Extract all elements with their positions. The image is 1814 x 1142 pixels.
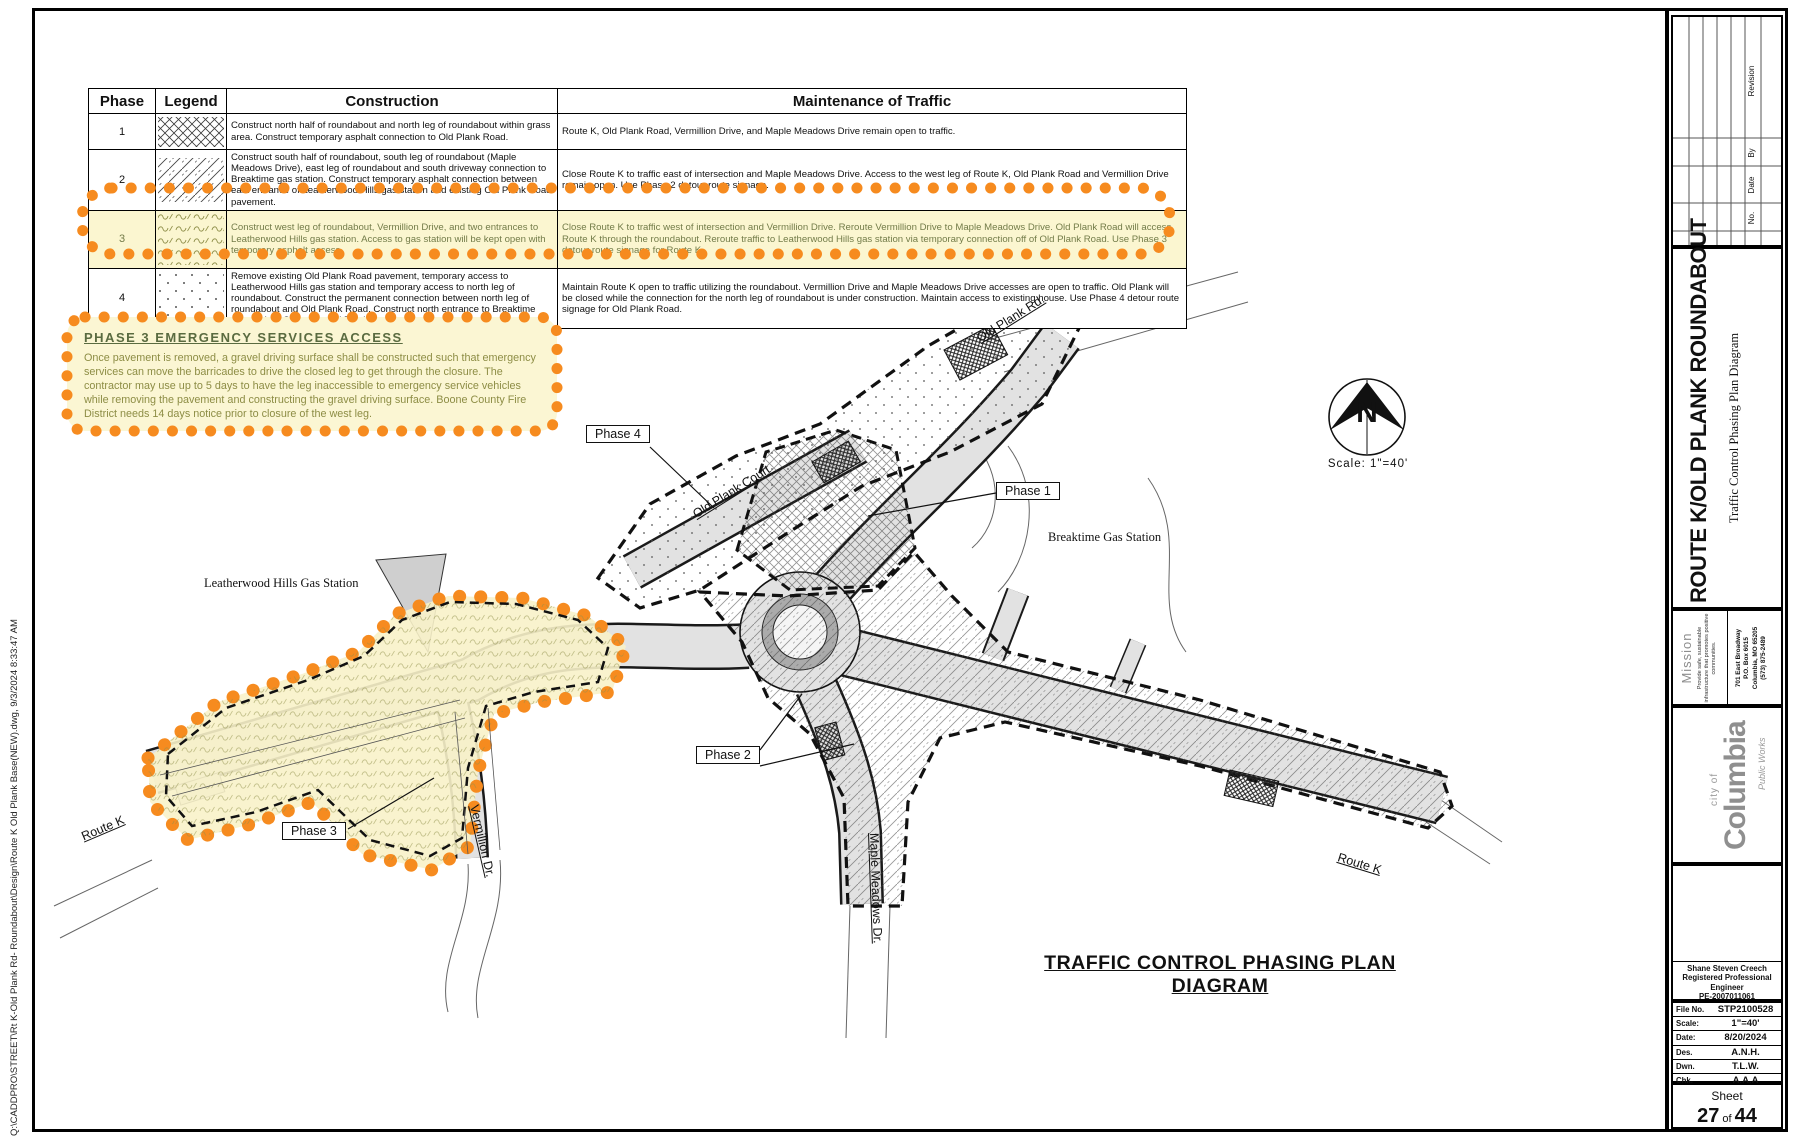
phase-table: Phase Legend Construction Maintenance of…	[88, 88, 1187, 330]
maintenance-text: Close Route K to traffic east of interse…	[557, 149, 1187, 211]
place-label-breaktime: Breaktime Gas Station	[1048, 530, 1162, 544]
project-title-section: ROUTE K/OLD PLANK ROUNDABOUT Traffic Con…	[1671, 218, 1783, 609]
sheet-total: 44	[1734, 1105, 1757, 1127]
col-header-phase: Phase	[88, 88, 156, 114]
sheet-number: 27 of 44	[1673, 1105, 1781, 1128]
north-arrow-letter: N	[1356, 396, 1378, 429]
logo-public-works: Public Works	[1757, 737, 1767, 790]
margin-file-note-text: Q:\CADDPRO\STREET\Rt K-Old Plank Rd- Rou…	[9, 619, 20, 1136]
sheet-of: of	[1722, 1113, 1732, 1125]
revision-col-by: By	[1747, 148, 1756, 158]
phase2-area	[696, 549, 1454, 908]
info-label: Dwn.	[1676, 1061, 1695, 1071]
callout-phase-2: Phase 2	[696, 746, 760, 764]
phase-number: 3	[88, 209, 156, 269]
info-value: A.A.A	[1732, 1075, 1759, 1087]
north-arrow-icon	[1328, 378, 1406, 456]
scale-label: Scale: 1"=40'	[1327, 458, 1409, 470]
project-title: ROUTE K/OLD PLANK ROUNDABOUT	[1686, 218, 1711, 603]
info-row: Des. A.N.H.	[1673, 1046, 1781, 1060]
phase-number: 1	[88, 113, 156, 150]
info-label: Date:	[1676, 1033, 1696, 1043]
info-row: Chk. A.A.A	[1673, 1074, 1781, 1087]
info-label: Scale:	[1676, 1019, 1699, 1029]
logo-columbia: Columbia	[1719, 721, 1752, 850]
sheet-subtitle: Traffic Control Phasing Plan Diagram	[1727, 332, 1741, 524]
mission-section: Mission Provide safe, sustainable infras…	[1671, 609, 1783, 706]
phase-table-header-row: Phase Legend Construction Maintenance of…	[88, 88, 1187, 114]
address-line: (573) 875-2489	[1759, 636, 1767, 680]
info-value: A.N.H.	[1731, 1046, 1760, 1058]
engineer-name: Shane Steven Creech	[1687, 964, 1767, 973]
revision-col-revision: Revision	[1747, 65, 1756, 97]
maintenance-text: Maintain Route K open to traffic utilizi…	[557, 267, 1187, 330]
info-value: 1"=40'	[1731, 1018, 1760, 1030]
engineer-title-1: Registered Professional	[1682, 973, 1772, 983]
revision-table: Revision By Date No.	[1671, 15, 1783, 247]
emergency-note: PHASE 3 EMERGENCY SERVICES ACCESS Once p…	[84, 330, 544, 421]
col-header-construction: Construction	[226, 88, 558, 114]
legend-gravel-hatch-icon	[156, 211, 226, 268]
place-label-leatherwood: Leatherwood Hills Gas Station	[204, 576, 359, 590]
col-header-legend: Legend	[155, 88, 227, 114]
sheet-info-table: File No. STP2100528 Scale: 1"=40' Date: 8/2…	[1671, 1001, 1783, 1086]
col-header-maintenance: Maintenance of Traffic	[557, 88, 1187, 114]
legend-diagonal-hatch-icon	[158, 157, 224, 202]
maintenance-text: Route K, Old Plank Road, Vermillion Driv…	[557, 113, 1187, 150]
maintenance-text: Close Route K to traffic west of interse…	[557, 209, 1187, 269]
phase3-highlight	[141, 589, 633, 877]
mission-heading: Mission	[1679, 632, 1694, 684]
sheet-current: 27	[1697, 1105, 1720, 1127]
info-value: STP2100528	[1717, 1004, 1774, 1016]
emergency-note-title: PHASE 3 EMERGENCY SERVICES ACCESS	[84, 330, 403, 345]
revision-col-date: Date	[1747, 176, 1756, 194]
info-value: T.L.W.	[1732, 1060, 1759, 1072]
address-line: 701 East Broadway	[1735, 628, 1742, 688]
callout-phase-4: Phase 4	[586, 425, 650, 443]
table-row: 2 Construct south half of roundabout, so…	[88, 149, 1187, 211]
revision-col-no: No.	[1747, 211, 1756, 225]
mission-tagline: Provide safe, sustainable infrastructure…	[1697, 613, 1717, 703]
callout-phase-1: Phase 1	[996, 482, 1060, 500]
info-label: File No.	[1676, 1005, 1705, 1015]
table-row-highlighted: 3 Construct west leg of roundabout, Verm…	[88, 209, 1187, 269]
callout-leaders	[347, 446, 997, 830]
columbia-logo-section: city of Columbia Public Works	[1671, 706, 1783, 864]
legend-crosshatch-icon	[158, 116, 224, 147]
temp-connection-patches	[811, 323, 1280, 808]
revision-grid-lines	[1673, 17, 1781, 245]
phase-number: 2	[88, 149, 156, 211]
info-row: File No. STP2100528	[1673, 1003, 1781, 1018]
existing-roads	[53, 271, 1503, 1039]
info-label: Chk.	[1676, 1076, 1693, 1086]
info-label: Des.	[1676, 1047, 1693, 1057]
sheet-label: Sheet	[1711, 1089, 1743, 1103]
construction-text: Construct west leg of roundabout, Vermil…	[226, 209, 558, 269]
drawing-title: TRAFFIC CONTROL PHASING PLAN DIAGRAM	[1044, 952, 1396, 997]
legend-dot-hatch-icon	[158, 272, 224, 325]
margin-file-note: Q:\CADDPRO\STREET\Rt K-Old Plank Rd- Rou…	[6, 420, 24, 1136]
construction-text: Construct south half of roundabout, sout…	[226, 149, 558, 211]
address-line: Columbia, MO 65205	[1751, 626, 1759, 690]
info-row: Date: 8/20/2024	[1673, 1031, 1781, 1046]
table-row: 1 Construct north half of roundabout and…	[88, 113, 1187, 150]
sheet-number-block: Sheet 27 of 44	[1671, 1083, 1783, 1129]
info-value: 8/20/2024	[1724, 1032, 1767, 1044]
engineer-title-2: Engineer	[1710, 982, 1744, 992]
info-row: Dwn. T.L.W.	[1673, 1060, 1781, 1074]
site-plan-drawing: STATE OF MISSOURI PROFESSIONAL ENGINEER …	[53, 271, 1503, 1039]
construction-text: Construct north half of roundabout and n…	[226, 113, 558, 150]
callout-phase-3: Phase 3	[282, 822, 346, 840]
stamp-section: Shane Steven Creech Registered Professio…	[1671, 864, 1783, 1001]
info-row: Scale: 1"=40'	[1673, 1017, 1781, 1032]
engineer-info: Shane Steven Creech Registered Professio…	[1673, 964, 1781, 1001]
emergency-note-body: Once pavement is removed, a gravel drivi…	[84, 352, 536, 421]
emergency-note-cloud	[61, 311, 563, 437]
title-block: Revision By Date No. ROUTE K/OLD PLANK R…	[1666, 8, 1788, 1132]
engineer-license: PE-2007011061	[1699, 992, 1755, 1002]
department-address: 701 East Broadway P.O. Box 6015 Columbia…	[1735, 613, 1775, 703]
address-line: P.O. Box 6015	[1743, 637, 1751, 679]
